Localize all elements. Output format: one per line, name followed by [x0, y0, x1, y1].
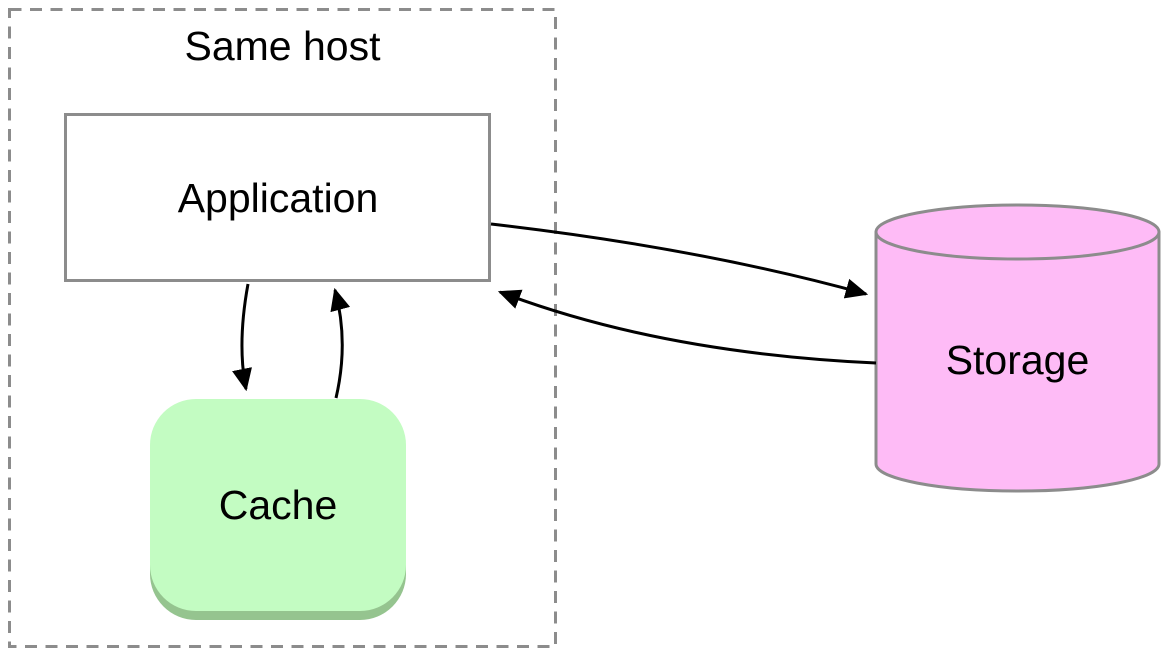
storage-node-body [874, 230, 1161, 493]
storage-node-top [874, 203, 1161, 261]
cache-node [150, 399, 406, 611]
edge-application-to-cache [232, 283, 252, 392]
edge-cache-to-application [330, 287, 351, 399]
same-host-boundary [8, 8, 557, 648]
edge-storage-to-application [497, 289, 877, 365]
edge-application-to-storage [490, 222, 869, 299]
application-node [64, 113, 491, 282]
